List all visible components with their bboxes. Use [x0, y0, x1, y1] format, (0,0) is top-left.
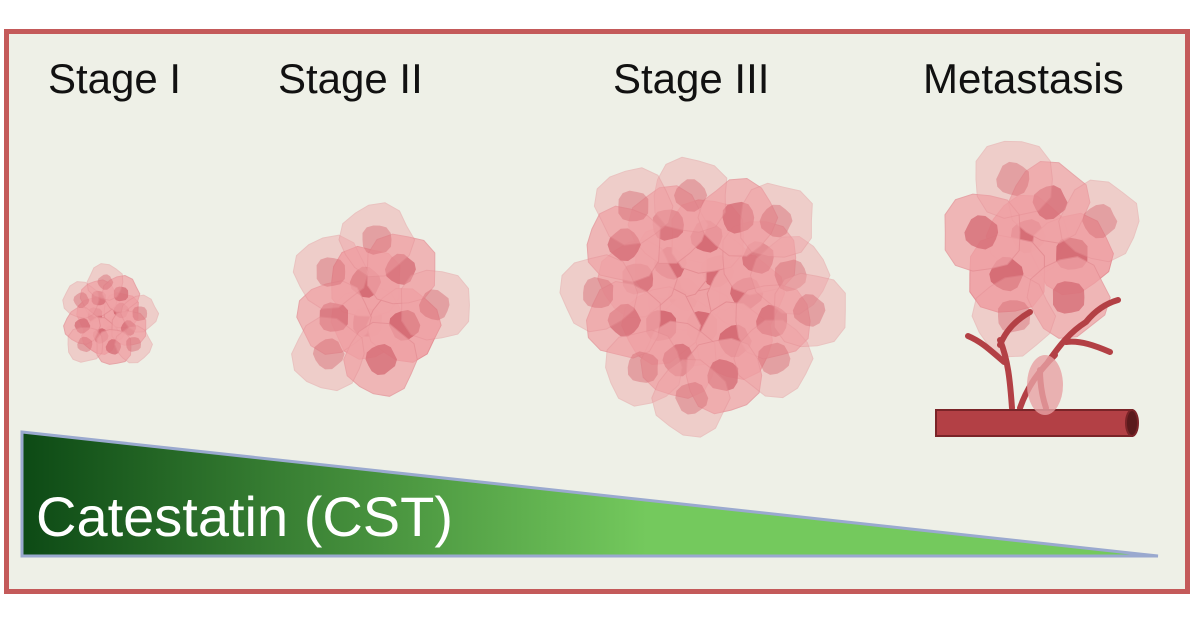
tumor-cell-icon [1058, 179, 1140, 263]
cell-nucleus-icon [964, 215, 999, 250]
catestatin-label: Catestatin (CST) [36, 485, 453, 548]
cell-nucleus-icon [998, 300, 1031, 333]
cell-nucleus-icon [73, 292, 90, 308]
tumor-cell-icon [559, 254, 639, 333]
tumor-cell-icon [113, 325, 153, 364]
cell-nucleus-icon [105, 339, 121, 355]
cell-nucleus-icon [126, 337, 141, 352]
cell-nucleus-icon [627, 351, 659, 383]
cell-nucleus-icon [674, 179, 708, 212]
cell-nucleus-icon [607, 228, 641, 261]
cell-nucleus-icon [362, 225, 392, 255]
tumor-cell-icon [67, 326, 104, 363]
cell-nucleus-icon [365, 344, 397, 375]
cell-nucleus-icon [77, 336, 93, 353]
cell-nucleus-icon [774, 259, 807, 292]
cell-nucleus-icon [607, 303, 642, 337]
cell-nucleus-icon [1032, 185, 1068, 220]
stage-2-tumor-cluster-icon [291, 202, 470, 397]
tumor-cell-icon [773, 272, 846, 348]
cell-nucleus-icon [97, 274, 114, 290]
stage-1-label: Stage I [48, 55, 182, 102]
cell-nucleus-icon [113, 286, 129, 302]
cell-nucleus-icon [419, 289, 450, 321]
cell-nucleus-icon [385, 253, 416, 285]
tumor-cell-icon [62, 281, 100, 319]
cell-nucleus-icon [316, 257, 346, 287]
tumor-cell-icon [292, 234, 370, 310]
tumor-cell-icon [605, 329, 683, 407]
stage-1-tumor-cluster-icon [62, 263, 160, 365]
cell-nucleus-icon [707, 359, 739, 391]
metastasis-tumor-cluster-icon [944, 140, 1140, 358]
cell-nucleus-icon [759, 204, 793, 238]
cell-nucleus-icon [757, 342, 791, 375]
tumor-cell-icon [86, 263, 124, 301]
tumor-cell-icon [971, 274, 1057, 358]
stage-3-tumor-cluster-icon [559, 156, 846, 438]
cell-nucleus-icon [312, 338, 345, 370]
stage-3-label: Stage III [613, 55, 770, 102]
cell-nucleus-icon [722, 201, 755, 234]
tumor-cell-icon [400, 269, 470, 341]
catestatin-gradient-wedge [20, 430, 1159, 558]
cell-nucleus-icon [74, 318, 91, 334]
tumor-cell-icon [651, 358, 731, 438]
tumor-cell-icon [653, 156, 728, 233]
cell-nucleus-icon [996, 161, 1030, 196]
cell-nucleus-icon [618, 190, 649, 222]
tumor-cell-icon [733, 319, 814, 399]
cell-nucleus-icon [675, 382, 709, 415]
tumor-cell-icon [739, 182, 813, 258]
cell-nucleus-icon [1082, 204, 1118, 239]
cell-nucleus-icon [132, 306, 148, 322]
tumor-cell-icon [975, 140, 1053, 219]
stage-2-label: Stage II [278, 55, 423, 102]
tumor-cell-icon [593, 167, 674, 246]
cell-nucleus-icon [319, 302, 348, 332]
metastasis-label: Metastasis [923, 55, 1124, 102]
tumor-cell-icon [338, 202, 416, 278]
tumor-cell-icon [749, 235, 831, 315]
cell-nucleus-icon [583, 277, 614, 308]
cell-nucleus-icon [756, 304, 788, 337]
blood-vessel-icon [935, 297, 1139, 437]
tumor-cell-icon [291, 316, 365, 392]
cell-nucleus-icon [792, 294, 826, 327]
tumor-cell-icon [120, 294, 160, 333]
cell-nucleus-icon [1052, 281, 1085, 314]
